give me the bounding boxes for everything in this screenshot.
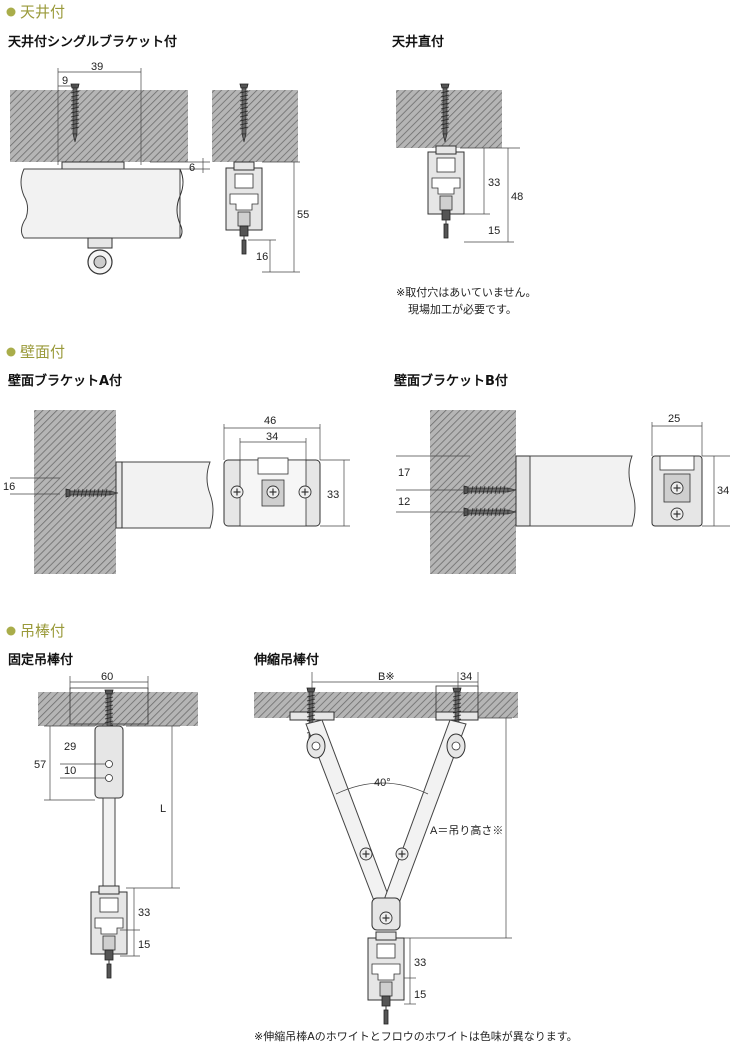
dim-B: B※ xyxy=(378,671,395,683)
subtitle-wall-a: 壁面ブラケットA付 xyxy=(8,373,122,389)
curtain-rail-side-b xyxy=(529,455,636,527)
section-rod: 吊棒付 xyxy=(6,622,65,640)
bracket-profile-icon xyxy=(90,885,128,979)
dim-34: 34 xyxy=(266,431,278,443)
bracket-profile-icon xyxy=(427,145,465,239)
section-bullet-icon xyxy=(6,7,16,17)
diagram-ceiling-single: 天井付シングルブラケット付 39 9 6 55 16 xyxy=(8,34,309,275)
dim-55: 55 xyxy=(297,209,309,221)
subtitle-rod-ext: 伸縮吊棒付 xyxy=(253,652,319,668)
dim-34: 34 xyxy=(717,485,729,497)
dim-L: L xyxy=(160,803,166,815)
ceiling-block xyxy=(10,90,188,162)
dim-33: 33 xyxy=(414,957,426,969)
screw-head-icon xyxy=(670,507,684,521)
section-title-wall: 壁面付 xyxy=(20,343,65,361)
dim-9: 9 xyxy=(62,75,68,87)
note-field-work: 現場加工が必要です。 xyxy=(408,302,517,316)
diagram-rod-fixed: 固定吊棒付 60 57 29 10 L 33 15 xyxy=(8,652,198,979)
screw-head-icon xyxy=(379,911,393,925)
section-bullet-icon xyxy=(6,626,16,636)
diagram-wall-b: 壁面ブラケットB付 17 12 25 34 xyxy=(394,373,730,574)
dim-46: 46 xyxy=(264,415,276,427)
subtitle-ceiling-single: 天井付シングルブラケット付 xyxy=(8,34,177,50)
screw-head-icon xyxy=(395,847,409,861)
section-wall: 壁面付 xyxy=(6,343,65,361)
curtain-rail-front xyxy=(20,168,181,239)
screw-head-icon xyxy=(266,485,280,499)
footer-note: ※伸縮吊棒Aのホワイトとフロウのホワイトは色味が異なります。 xyxy=(254,1029,578,1043)
section-bullet-icon xyxy=(6,347,16,357)
diagram-wall-a: 壁面ブラケットA付 16 46 34 33 xyxy=(3,373,350,574)
dim-29: 29 xyxy=(64,741,76,753)
dim-33: 33 xyxy=(327,489,339,501)
curtain-rail-side xyxy=(119,461,214,529)
section-title-rod: 吊棒付 xyxy=(20,622,65,640)
screw-head-icon xyxy=(670,481,684,495)
dim-16: 16 xyxy=(3,481,15,493)
dim-48: 48 xyxy=(511,191,523,203)
section-ceiling: 天井付 xyxy=(6,3,65,21)
note-no-holes: ※取付穴はあいていません。 xyxy=(396,285,537,299)
diagram-rod-extendable: 伸縮吊棒付 40° B※ 34 A＝吊り高さ※ xyxy=(253,652,518,1025)
dim-57: 57 xyxy=(34,759,46,771)
ceiling-block-rod xyxy=(38,692,198,726)
dim-15: 15 xyxy=(488,225,500,237)
screw-head-icon xyxy=(230,485,244,499)
dim-33: 33 xyxy=(488,177,500,189)
dim-34: 34 xyxy=(460,671,472,683)
subtitle-ceiling-direct: 天井直付 xyxy=(392,34,444,50)
dim-16: 16 xyxy=(256,251,268,263)
runner xyxy=(87,237,113,249)
dim-39: 39 xyxy=(91,61,103,73)
dim-6: 6 xyxy=(189,162,195,174)
dim-angle-40: 40° xyxy=(374,777,391,789)
dim-17: 17 xyxy=(398,467,410,479)
dim-25: 25 xyxy=(668,413,680,425)
dim-33: 33 xyxy=(138,907,150,919)
bracket-profile-icon xyxy=(367,931,405,1025)
dim-60: 60 xyxy=(101,671,113,683)
dim-12: 12 xyxy=(398,496,410,508)
subtitle-wall-b: 壁面ブラケットB付 xyxy=(394,373,508,389)
diagram-ceiling-direct: 天井直付 33 48 15 ※取付穴はあいていません。 現場加工が必要です。 xyxy=(392,34,537,316)
dim-15: 15 xyxy=(414,989,426,1001)
dim-A-height: A＝吊り高さ※ xyxy=(430,823,503,837)
section-title-ceiling: 天井付 xyxy=(20,3,65,21)
bracket-plate xyxy=(61,161,125,170)
screw-head-icon xyxy=(298,485,312,499)
screw-head-icon xyxy=(359,847,373,861)
dim-15: 15 xyxy=(138,939,150,951)
subtitle-rod-fixed: 固定吊棒付 xyxy=(8,652,73,668)
dim-10: 10 xyxy=(64,765,76,777)
rod xyxy=(102,797,116,891)
ceiling-block-side xyxy=(212,90,298,162)
